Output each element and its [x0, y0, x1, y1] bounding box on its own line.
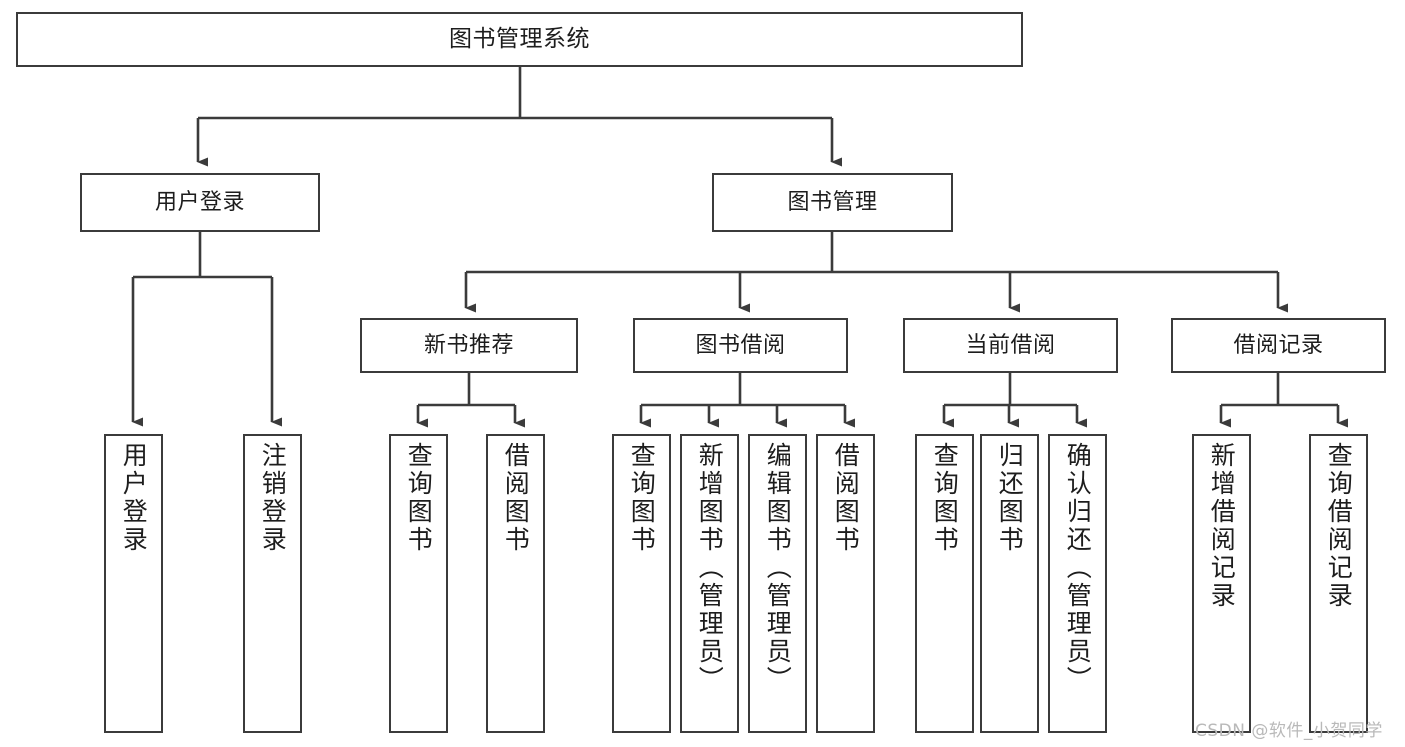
node-label: 新增图书（管理员） [695, 442, 725, 694]
leaf-current-query-book[interactable]: 查询图书 [915, 434, 974, 733]
node-label: 查询图书 [930, 442, 960, 554]
leaf-current-confirm-return-admin[interactable]: 确认归还（管理员） [1048, 434, 1107, 733]
node-book-management[interactable]: 图书管理 [712, 173, 953, 232]
leaf-borrow-add-book-admin[interactable]: 新增图书（管理员） [680, 434, 739, 733]
node-current-borrow[interactable]: 当前借阅 [903, 318, 1118, 373]
node-borrow-record[interactable]: 借阅记录 [1171, 318, 1386, 373]
node-label: 查询借阅记录 [1324, 442, 1354, 610]
leaf-borrow-query-book[interactable]: 查询图书 [612, 434, 671, 733]
node-label: 确认归还（管理员） [1063, 442, 1093, 694]
csdn-watermark: CSDN @软件_小贺同学 [1195, 721, 1383, 741]
leaf-user-login-login[interactable]: 用户登录 [104, 434, 163, 733]
node-label: 用户登录 [154, 189, 245, 215]
node-book-borrow[interactable]: 图书借阅 [633, 318, 848, 373]
node-label: 当前借阅 [965, 332, 1056, 358]
node-label: 注销登录 [258, 442, 288, 554]
leaf-new-book-query[interactable]: 查询图书 [389, 434, 448, 733]
node-new-book-recommend[interactable]: 新书推荐 [360, 318, 578, 373]
node-label: 图书管理 [787, 189, 878, 215]
node-label: 借阅图书 [831, 442, 861, 554]
node-label: 图书管理系统 [449, 25, 590, 52]
leaf-borrow-borrow-book[interactable]: 借阅图书 [816, 434, 875, 733]
node-label: 查询图书 [404, 442, 434, 554]
leaf-borrow-edit-book-admin[interactable]: 编辑图书（管理员） [748, 434, 807, 733]
node-user-login[interactable]: 用户登录 [80, 173, 320, 232]
node-label: 借阅记录 [1233, 332, 1324, 358]
node-label: 借阅图书 [501, 442, 531, 554]
node-label: 图书借阅 [695, 332, 786, 358]
node-label: 新书推荐 [423, 332, 514, 358]
leaf-record-query-borrow-record[interactable]: 查询借阅记录 [1309, 434, 1368, 733]
leaf-new-book-borrow[interactable]: 借阅图书 [486, 434, 545, 733]
node-root-book-management-system[interactable]: 图书管理系统 [16, 12, 1023, 67]
node-label: 新增借阅记录 [1207, 442, 1237, 610]
node-label: 归还图书 [995, 442, 1025, 554]
leaf-current-return-book[interactable]: 归还图书 [980, 434, 1039, 733]
node-label: 用户登录 [119, 442, 149, 554]
leaf-record-add-borrow-record[interactable]: 新增借阅记录 [1192, 434, 1251, 733]
leaf-user-login-logout[interactable]: 注销登录 [243, 434, 302, 733]
node-label: 查询图书 [627, 442, 657, 554]
node-label: 编辑图书（管理员） [763, 442, 793, 694]
